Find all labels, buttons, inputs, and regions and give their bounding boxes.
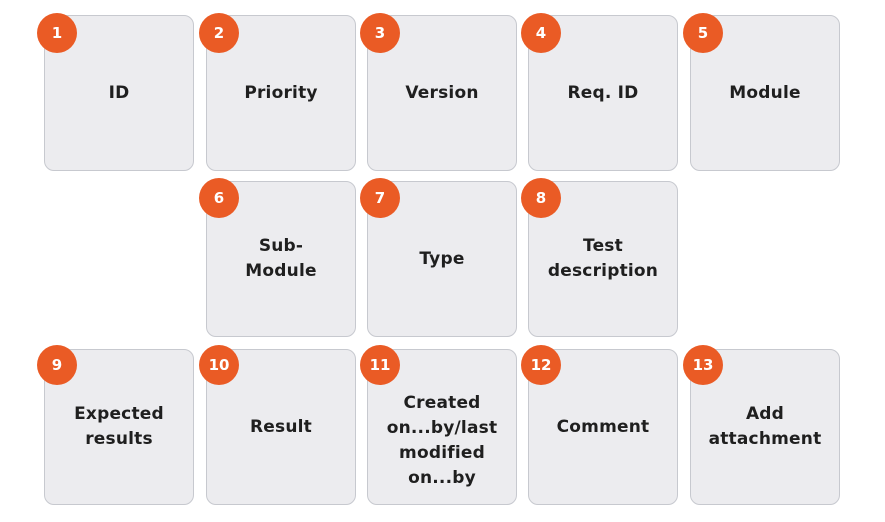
field-label: Module [729,82,801,103]
badge-10: 10 [199,345,239,385]
field-label: Sub- Module [245,236,317,281]
badge-11: 11 [360,345,400,385]
field-label: Comment [556,416,650,437]
field-card-sub-module: Sub- Module [206,181,356,337]
field-card-expected-results: Expected results [44,349,194,505]
field-label: Created on...by/last modified on...by [386,393,498,488]
badge-8: 8 [521,178,561,218]
badge-1: 1 [37,13,77,53]
field-label: Req. ID [567,82,639,103]
field-label: Type [419,248,465,269]
badge-3: 3 [360,13,400,53]
badge-2: 2 [199,13,239,53]
field-card-module: Module [690,15,840,171]
badge-4: 4 [521,13,561,53]
badge-9: 9 [37,345,77,385]
field-label: ID [108,82,130,103]
field-label: Result [250,416,312,437]
badge-13: 13 [683,345,723,385]
badge-6: 6 [199,178,239,218]
field-label: Priority [244,82,318,103]
field-label: Expected results [74,404,164,449]
field-label: Version [405,82,479,103]
badge-12: 12 [521,345,561,385]
field-label: Add attachment [708,404,822,449]
badge-7: 7 [360,178,400,218]
badge-5: 5 [683,13,723,53]
field-label: Test description [547,236,659,281]
